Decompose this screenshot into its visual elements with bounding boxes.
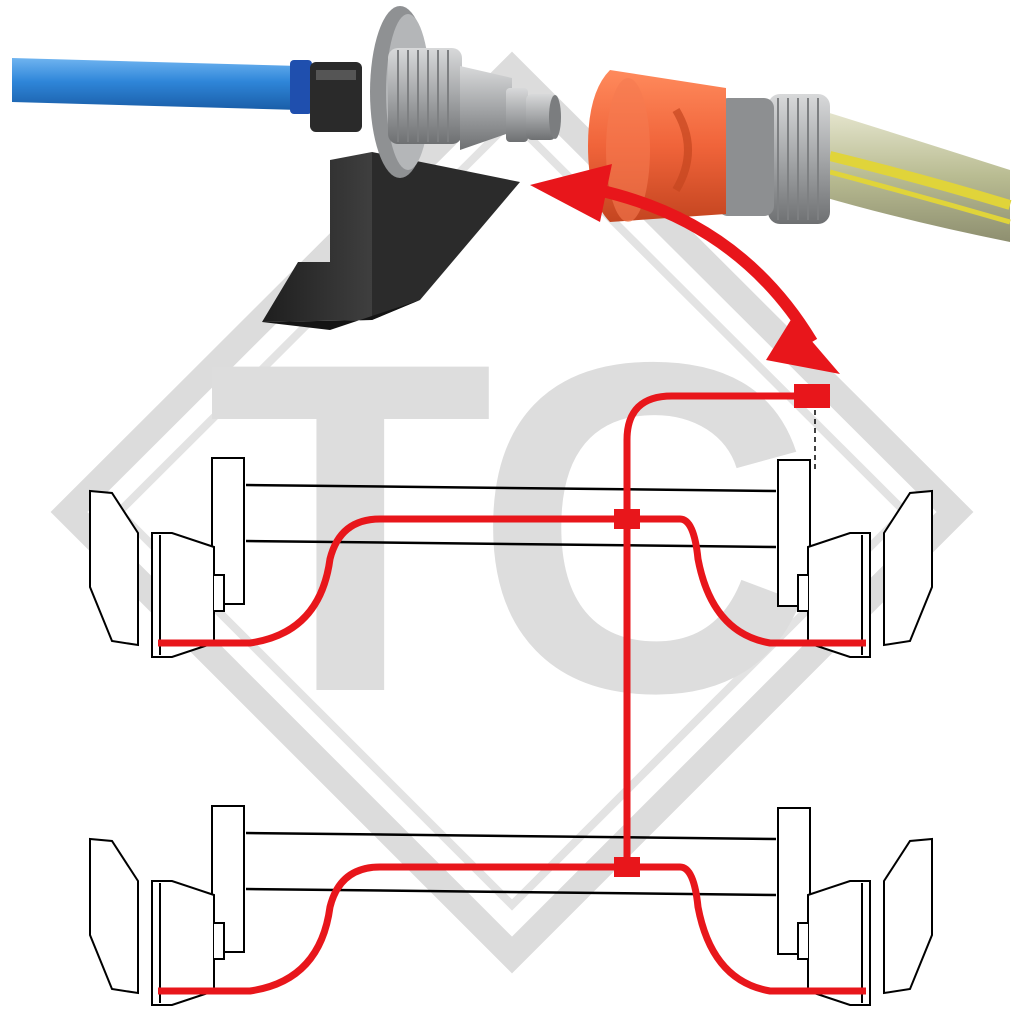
twin-axle-brake-line-diagram (89, 384, 933, 1006)
front-right-arm (883, 489, 933, 647)
rear-brake-line (158, 863, 866, 995)
watermark-letters: TC (207, 265, 805, 790)
front-left-arm (89, 489, 139, 647)
rear-right-drum (807, 880, 871, 1006)
front-axle-bar-top (245, 483, 777, 493)
front-right-drum (807, 532, 871, 658)
feed-line (623, 392, 800, 870)
rear-left-hub (214, 922, 225, 960)
rear-axle-bar-top (245, 831, 777, 841)
front-left-drum (151, 532, 215, 658)
water-hose-quick-connector-photo (12, 6, 1012, 330)
rear-left-arm (89, 837, 139, 995)
coupling-connector (794, 384, 830, 408)
tc-watermark: TC (50, 51, 974, 974)
rear-right-hub (797, 922, 808, 960)
rear-right-arm (883, 837, 933, 995)
front-right-hub (797, 574, 808, 612)
double-arrow-icon (530, 164, 840, 374)
front-left-hub (214, 574, 225, 612)
front-brake-line (158, 515, 866, 647)
rear-left-drum (151, 880, 215, 1006)
